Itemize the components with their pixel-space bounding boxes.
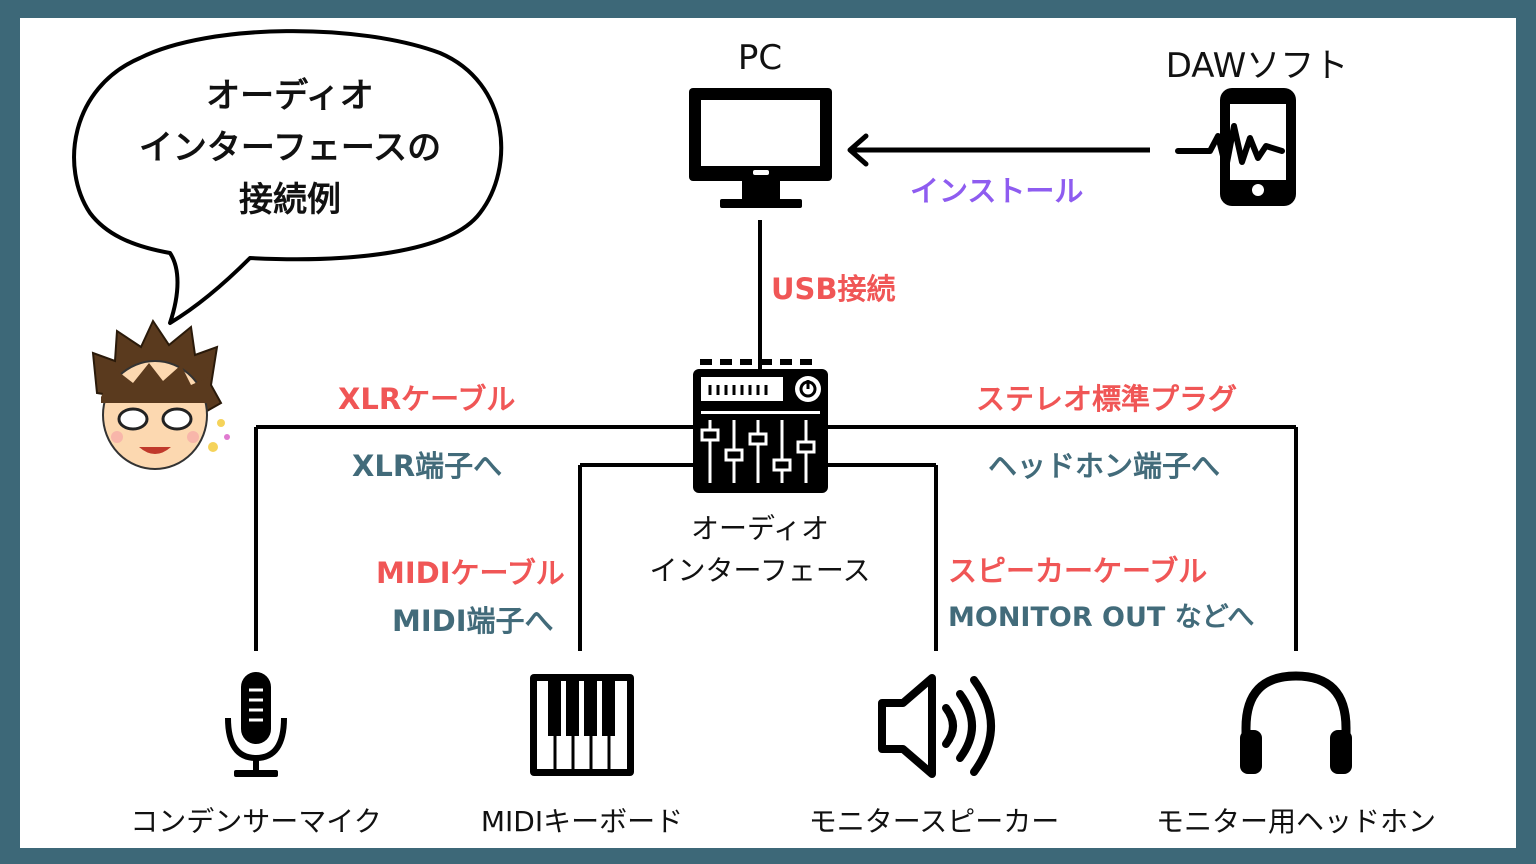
install-arrow (847, 133, 1150, 167)
interface-label-line-2: インターフェース (649, 554, 871, 587)
keyboard-label: MIDIキーボード (480, 805, 684, 838)
pc-label: PC (737, 38, 783, 78)
usb-label: USB接続 (771, 272, 896, 306)
interface-label: オーディオ インターフェース (650, 508, 871, 592)
xlr-port-label: XLR端子へ (352, 449, 503, 483)
headphone-port-label: ヘッドホン端子へ (988, 449, 1221, 483)
mic-label: コンデンサーマイク (130, 805, 382, 838)
speech-bubble (72, 29, 504, 325)
midi-port-label: MIDI端子へ (392, 604, 554, 638)
speaker-port-label: MONITOR OUT などへ (948, 602, 1255, 633)
xlr-cable-label: XLRケーブル (338, 382, 516, 416)
interface-label-line-1: オーディオ (690, 512, 830, 545)
headphones-label: モニター用ヘッドホン (1155, 805, 1437, 838)
bubble-line-3: 接続例 (238, 180, 341, 220)
diagram-canvas: オーディオ インターフェースの 接続例 (20, 18, 1516, 848)
stereo-plug-label: ステレオ標準プラグ (976, 382, 1238, 416)
bubble-text: オーディオ インターフェースの 接続例 (139, 70, 441, 226)
speaker-label: モニタースピーカー (808, 805, 1060, 838)
install-label: インストール (910, 174, 1084, 208)
bubble-line-1: オーディオ (206, 76, 374, 116)
bubble-line-2: インターフェースの (138, 128, 442, 168)
midi-cable-label: MIDIケーブル (376, 556, 565, 590)
daw-label: DAWソフト (1165, 46, 1349, 86)
speaker-cable-label: スピーカーケーブル (948, 554, 1208, 588)
